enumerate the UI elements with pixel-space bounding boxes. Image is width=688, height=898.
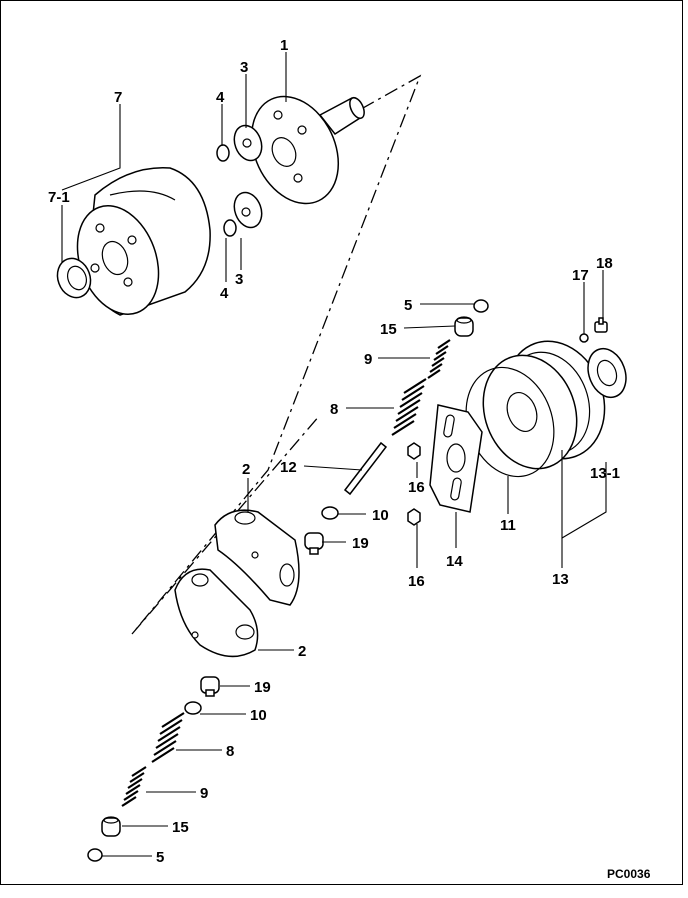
part-8-spring-lower [151, 712, 185, 763]
callout-8-upper: 8 [330, 401, 338, 418]
callout-12: 12 [280, 459, 297, 476]
part-8-spring-upper [391, 378, 427, 436]
callout-17: 17 [572, 267, 589, 284]
callout-4-upper: 4 [216, 89, 225, 106]
callout-7-1: 7-1 [48, 189, 70, 206]
callout-14: 14 [446, 553, 463, 570]
callout-10-lower: 10 [250, 707, 267, 724]
part-18-bolt [594, 317, 608, 333]
part-19-plug-lower [200, 676, 220, 697]
part-19-plug-upper [304, 532, 324, 555]
callout-8-lower: 8 [226, 743, 234, 760]
callout-18: 18 [596, 255, 613, 272]
callout-15-lower: 15 [172, 819, 189, 836]
callout-11: 11 [500, 517, 516, 534]
part-17-washer [579, 333, 589, 343]
part-3-bushing-upper [233, 124, 263, 162]
part-4-sleeve-lower [223, 219, 237, 237]
part-16-nut-upper [407, 442, 421, 460]
callout-7: 7 [114, 89, 122, 106]
part-7-1-seal [56, 257, 92, 299]
callout-13: 13 [552, 571, 569, 588]
callout-15-upper: 15 [380, 321, 397, 338]
part-10-washer-upper [321, 506, 339, 520]
callout-1: 1 [280, 37, 288, 54]
part-7-housing [76, 166, 211, 316]
callout-labels: 1 3 4 7 7-1 3 4 5 15 9 8 12 10 19 2 2 19… [48, 37, 620, 866]
callout-16-upper: 16 [408, 479, 425, 496]
callout-16-lower: 16 [408, 573, 425, 590]
part-12-pin [343, 441, 388, 496]
callout-9-upper: 9 [364, 351, 372, 368]
part-13-1-seal [587, 347, 627, 399]
part-3-bushing-lower [233, 191, 263, 229]
part-15-cap-lower [101, 816, 121, 837]
part-5-ring-lower [87, 848, 103, 862]
part-5-ring-upper [473, 299, 489, 313]
part-9-spring-lower [121, 766, 147, 807]
callout-2-lower: 2 [298, 643, 306, 660]
assembly-centerline-upper [131, 74, 422, 635]
callout-4-lower: 4 [220, 285, 229, 302]
drawing-code: PC0036 [607, 867, 651, 881]
part-2-coupling-lower [174, 568, 259, 658]
callout-19-upper: 19 [352, 535, 369, 552]
part-4-sleeve-upper [216, 144, 230, 162]
callout-5-lower: 5 [156, 849, 164, 866]
callout-10-upper: 10 [372, 507, 389, 524]
part-16-nut-lower [407, 508, 421, 526]
part-15-cap-upper [454, 316, 474, 337]
part-2-coupling-upper [214, 509, 300, 606]
callout-3-lower: 3 [235, 271, 243, 288]
part-10-washer-lower [184, 701, 202, 715]
callout-2-upper: 2 [242, 461, 250, 478]
part-1-shaft [250, 95, 365, 205]
callout-13-1: 13-1 [590, 465, 620, 482]
callout-19-lower: 19 [254, 679, 271, 696]
leader-lines [61, 52, 607, 857]
callout-5-upper: 5 [404, 297, 412, 314]
callout-9-lower: 9 [200, 785, 208, 802]
part-14-cover-plate [429, 404, 483, 513]
callout-3-upper: 3 [240, 59, 248, 76]
part-9-spring-upper [427, 339, 451, 379]
